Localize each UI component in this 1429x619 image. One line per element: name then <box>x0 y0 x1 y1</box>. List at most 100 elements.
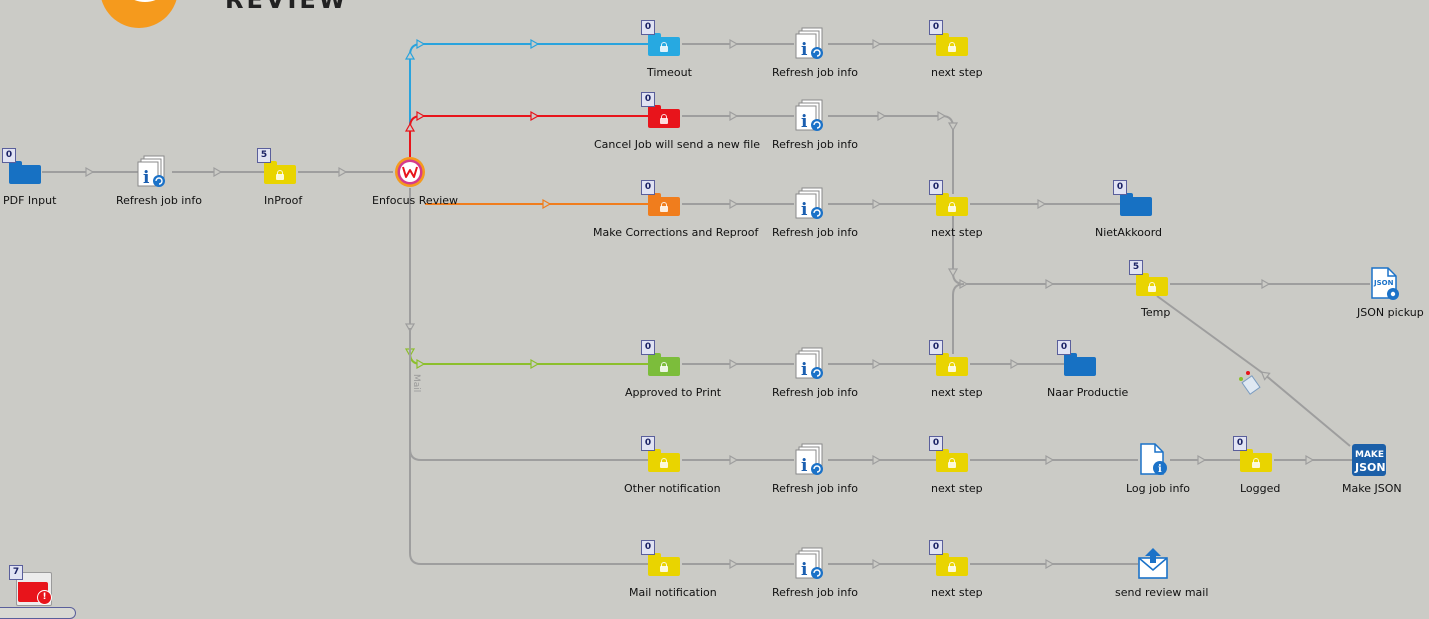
svg-text:i: i <box>143 168 150 188</box>
connection-cancel[interactable] <box>410 116 648 157</box>
label-next-step: next step <box>931 66 983 79</box>
folder-inproof[interactable] <box>264 161 296 184</box>
lock-icon <box>1148 282 1156 292</box>
refresh-job-info-icon[interactable]: i <box>795 347 823 380</box>
canvas-corner-frame <box>0 607 76 619</box>
folder-next-step-corrections[interactable] <box>936 193 968 216</box>
json-pickup-icon-text: JSON <box>1373 279 1394 287</box>
folder-logged[interactable] <box>1240 449 1272 472</box>
label-refresh-job-info: Refresh job info <box>772 586 858 599</box>
count-badge: 0 <box>641 180 655 195</box>
count-badge: 0 <box>2 148 16 163</box>
mail-connection-label: Mail <box>411 374 421 392</box>
make-json-icon[interactable]: MAKE JSON <box>1352 444 1386 476</box>
refresh-job-info-icon[interactable]: i <box>795 443 823 476</box>
count-badge: 0 <box>641 540 655 555</box>
svg-text:i: i <box>801 456 808 476</box>
svg-text:i: i <box>801 40 808 60</box>
count-badge: 0 <box>641 20 655 35</box>
label-refresh-job-info: Refresh job info <box>772 66 858 79</box>
count-badge: 0 <box>929 20 943 35</box>
brand-text: REVIEW <box>225 0 349 14</box>
json-pickup-icon[interactable]: JSON <box>1371 267 1399 300</box>
count-badge: 0 <box>641 340 655 355</box>
connection-timeout[interactable] <box>410 44 648 157</box>
lock-icon <box>948 562 956 572</box>
folder-naar-productie[interactable] <box>1064 353 1096 376</box>
label-temp: Temp <box>1141 306 1171 319</box>
count-badge: 0 <box>929 436 943 451</box>
label-logged: Logged <box>1240 482 1281 495</box>
lock-icon <box>948 362 956 372</box>
label-enfocus-review: Enfocus Review <box>372 194 459 207</box>
label-naar-productie: Naar Productie <box>1047 386 1129 399</box>
folder-make-corrections[interactable] <box>648 193 680 216</box>
connection[interactable] <box>828 116 953 194</box>
label-make-corrections: Make Corrections and Reproof <box>593 226 759 239</box>
folder-mail-notification[interactable] <box>648 553 680 576</box>
svg-text:i: i <box>801 200 808 220</box>
count-badge: 5 <box>257 148 271 163</box>
folder-niet-akkoord[interactable] <box>1120 193 1152 216</box>
refresh-job-info-icon[interactable]: i <box>795 187 823 220</box>
svg-text:i: i <box>801 112 808 132</box>
make-json-icon-bottom: JSON <box>1354 461 1386 474</box>
count-badge: 0 <box>929 180 943 195</box>
folder-next-step-approved[interactable] <box>936 353 968 376</box>
folder-next-step-other[interactable] <box>936 449 968 472</box>
label-pdf-input: PDF Input <box>3 194 57 207</box>
folder-next-step-timeout[interactable] <box>936 33 968 56</box>
enfocus-review-node[interactable] <box>395 157 425 187</box>
refresh-job-info-icon[interactable]: i <box>137 155 165 188</box>
label-refresh-job-info: Refresh job info <box>116 194 202 207</box>
lock-icon <box>660 114 668 124</box>
folder-temp[interactable] <box>1136 273 1168 296</box>
connection-filter-icon[interactable] <box>1239 371 1261 395</box>
svg-text:i: i <box>801 360 808 380</box>
connection[interactable] <box>409 449 648 565</box>
lock-icon <box>660 562 668 572</box>
count-badge: 0 <box>929 340 943 355</box>
send-review-mail-icon[interactable] <box>1138 548 1168 579</box>
make-json-icon-top: MAKE <box>1355 450 1384 460</box>
connection[interactable] <box>953 214 1136 284</box>
count-badge: 0 <box>1233 436 1247 451</box>
count-badge: 5 <box>1129 260 1143 275</box>
lock-icon <box>660 458 668 468</box>
svg-text:i: i <box>1158 464 1162 475</box>
label-mail-notification: Mail notification <box>629 586 717 599</box>
folder-cancel-job[interactable] <box>648 105 680 128</box>
connection[interactable] <box>952 283 965 354</box>
connection-approved[interactable] <box>410 188 648 364</box>
lock-icon <box>660 202 668 212</box>
count-badge: 7 <box>9 565 23 580</box>
label-refresh-job-info: Refresh job info <box>772 226 858 239</box>
svg-text:i: i <box>801 560 808 580</box>
count-badge: 0 <box>929 540 943 555</box>
label-next-step: next step <box>931 386 983 399</box>
label-approved: Approved to Print <box>625 386 722 399</box>
log-job-info-icon[interactable]: i <box>1140 443 1167 475</box>
label-niet-akkoord: NietAkkoord <box>1095 226 1163 239</box>
connection[interactable] <box>1156 295 1351 447</box>
label-send-review-mail: send review mail <box>1115 586 1209 599</box>
folder-approved[interactable] <box>648 353 680 376</box>
folder-pdf-input[interactable] <box>9 161 41 184</box>
label-other-notification: Other notification <box>624 482 721 495</box>
refresh-job-info-icon[interactable]: i <box>795 27 823 60</box>
label-inproof: InProof <box>264 194 303 207</box>
refresh-job-info-icon[interactable]: i <box>795 99 823 132</box>
connection[interactable] <box>409 328 648 461</box>
label-json-pickup: JSON pickup <box>1357 306 1424 319</box>
folder-timeout[interactable] <box>648 33 680 56</box>
label-refresh-job-info: Refresh job info <box>772 482 858 495</box>
lock-icon <box>660 362 668 372</box>
lock-icon <box>948 458 956 468</box>
folder-next-step-mail[interactable] <box>936 553 968 576</box>
label-next-step: next step <box>931 586 983 599</box>
label-make-json: Make JSON <box>1342 482 1402 495</box>
refresh-job-info-icon[interactable]: i <box>795 547 823 580</box>
label-log-job-info: Log job info <box>1126 482 1191 495</box>
lock-icon <box>948 42 956 52</box>
folder-other-notification[interactable] <box>648 449 680 472</box>
